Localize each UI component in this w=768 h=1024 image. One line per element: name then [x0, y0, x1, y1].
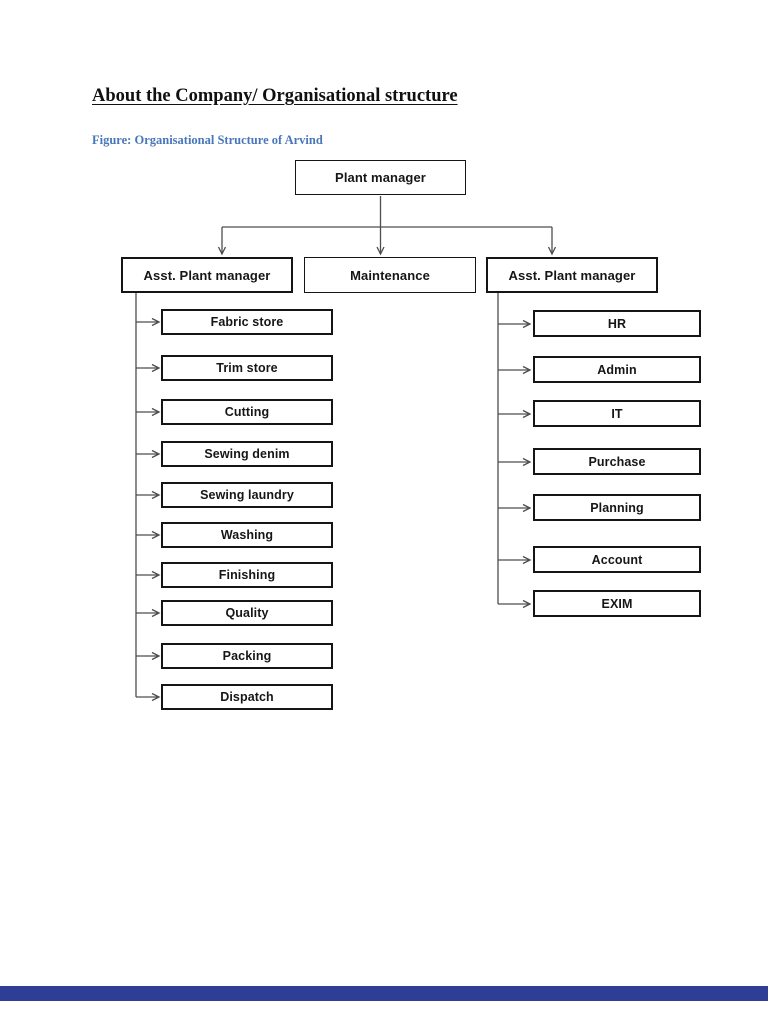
- org-node-cutting: Cutting: [161, 399, 333, 425]
- figure-caption: Figure: Organisational Structure of Arvi…: [92, 133, 323, 147]
- org-node-packing: Packing: [161, 643, 333, 669]
- org-node-asst-plant-manager-left: Asst. Plant manager: [121, 257, 293, 293]
- org-node-purchase: Purchase: [533, 448, 701, 475]
- org-chart: Plant manager Asst. Plant manager Mainte…: [121, 160, 701, 710]
- org-node-admin: Admin: [533, 356, 701, 383]
- connector-right-spine: [497, 293, 532, 609]
- connector-top: [217, 196, 557, 256]
- connector-left-spine: [135, 293, 161, 702]
- org-node-quality: Quality: [161, 600, 333, 626]
- org-node-sewing-denim: Sewing denim: [161, 441, 333, 467]
- org-node-maintenance: Maintenance: [304, 257, 476, 293]
- org-node-plant-manager: Plant manager: [295, 160, 466, 195]
- org-node-sewing-laundry: Sewing laundry: [161, 482, 333, 508]
- org-node-finishing: Finishing: [161, 562, 333, 588]
- org-node-fabric-store: Fabric store: [161, 309, 333, 335]
- footer-accent-bar: [0, 986, 768, 1001]
- org-node-hr: HR: [533, 310, 701, 337]
- org-node-exim: EXIM: [533, 590, 701, 617]
- org-node-it: IT: [533, 400, 701, 427]
- org-node-account: Account: [533, 546, 701, 573]
- org-node-asst-plant-manager-right: Asst. Plant manager: [486, 257, 658, 293]
- org-node-planning: Planning: [533, 494, 701, 521]
- org-node-washing: Washing: [161, 522, 333, 548]
- org-node-trim-store: Trim store: [161, 355, 333, 381]
- org-node-dispatch: Dispatch: [161, 684, 333, 710]
- page-title: About the Company/ Organisational struct…: [92, 86, 458, 106]
